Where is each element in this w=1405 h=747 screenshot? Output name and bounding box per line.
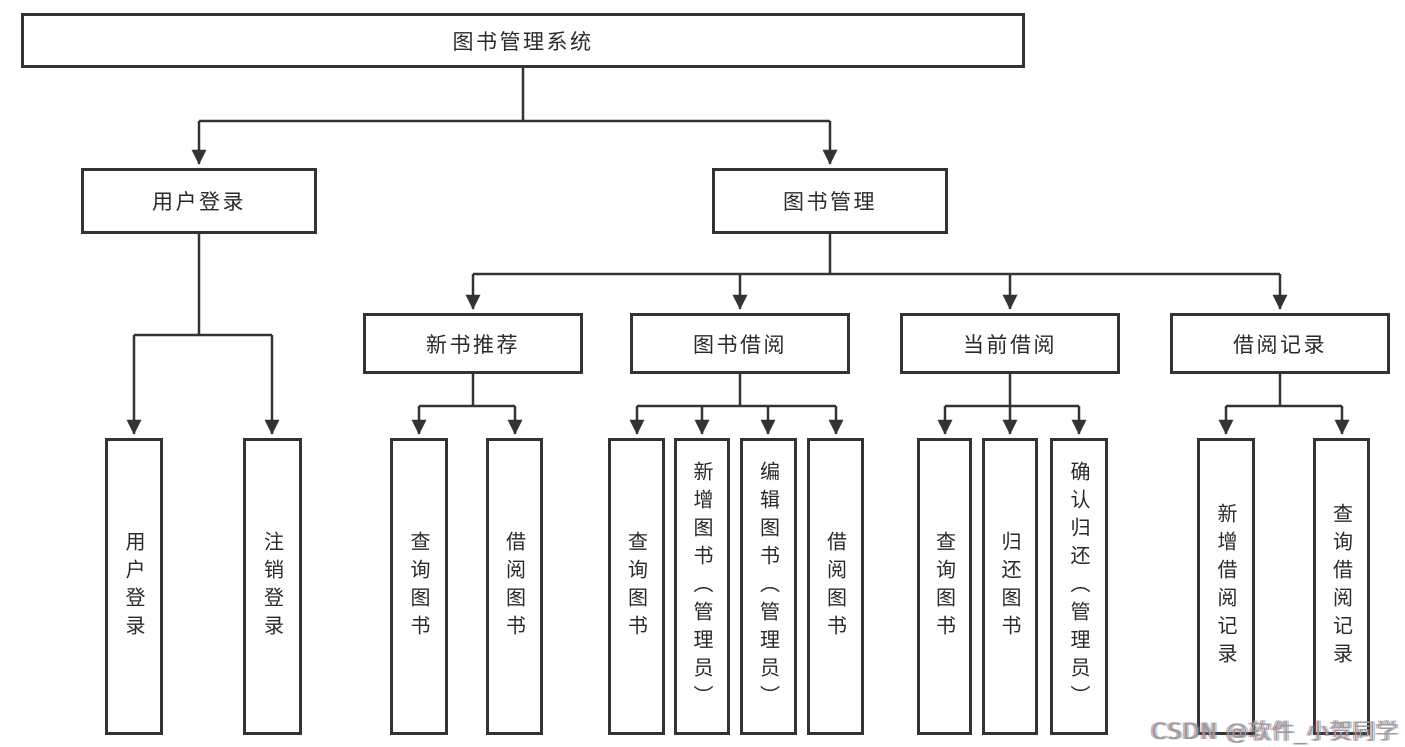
node-borrow-books-leaf: 借阅图书 bbox=[807, 438, 864, 735]
node-add-borrow-record: 新增借阅记录 bbox=[1197, 438, 1255, 735]
node-borrowing-records: 借阅记录 bbox=[1170, 313, 1390, 374]
node-borrow-books-recommend: 借阅图书 bbox=[486, 438, 543, 735]
node-confirm-return-admin: 确认归还（管理员） bbox=[1050, 438, 1108, 735]
node-user-login-leaf: 用户登录 bbox=[105, 438, 163, 735]
node-user-login-module: 用户登录 bbox=[81, 168, 317, 234]
node-query-books-current: 查询图书 bbox=[917, 438, 972, 735]
node-add-books-admin: 新增图书（管理员） bbox=[674, 438, 730, 735]
node-edit-books-admin: 编辑图书（管理员） bbox=[740, 438, 797, 735]
node-logout-leaf: 注销登录 bbox=[243, 438, 302, 735]
node-book-management-module: 图书管理 bbox=[712, 168, 948, 234]
node-query-books-borrowing: 查询图书 bbox=[608, 438, 665, 735]
node-current-borrowing: 当前借阅 bbox=[900, 313, 1120, 374]
csdn-watermark: CSDN @软件_小贺同学 bbox=[1151, 720, 1399, 745]
node-query-borrow-record: 查询借阅记录 bbox=[1313, 438, 1370, 735]
node-return-books: 归还图书 bbox=[982, 438, 1038, 735]
node-query-books-recommend: 查询图书 bbox=[390, 438, 448, 735]
node-book-borrowing: 图书借阅 bbox=[630, 313, 850, 374]
node-new-book-recommend: 新书推荐 bbox=[363, 313, 583, 374]
node-library-management-system: 图书管理系统 bbox=[21, 13, 1025, 68]
